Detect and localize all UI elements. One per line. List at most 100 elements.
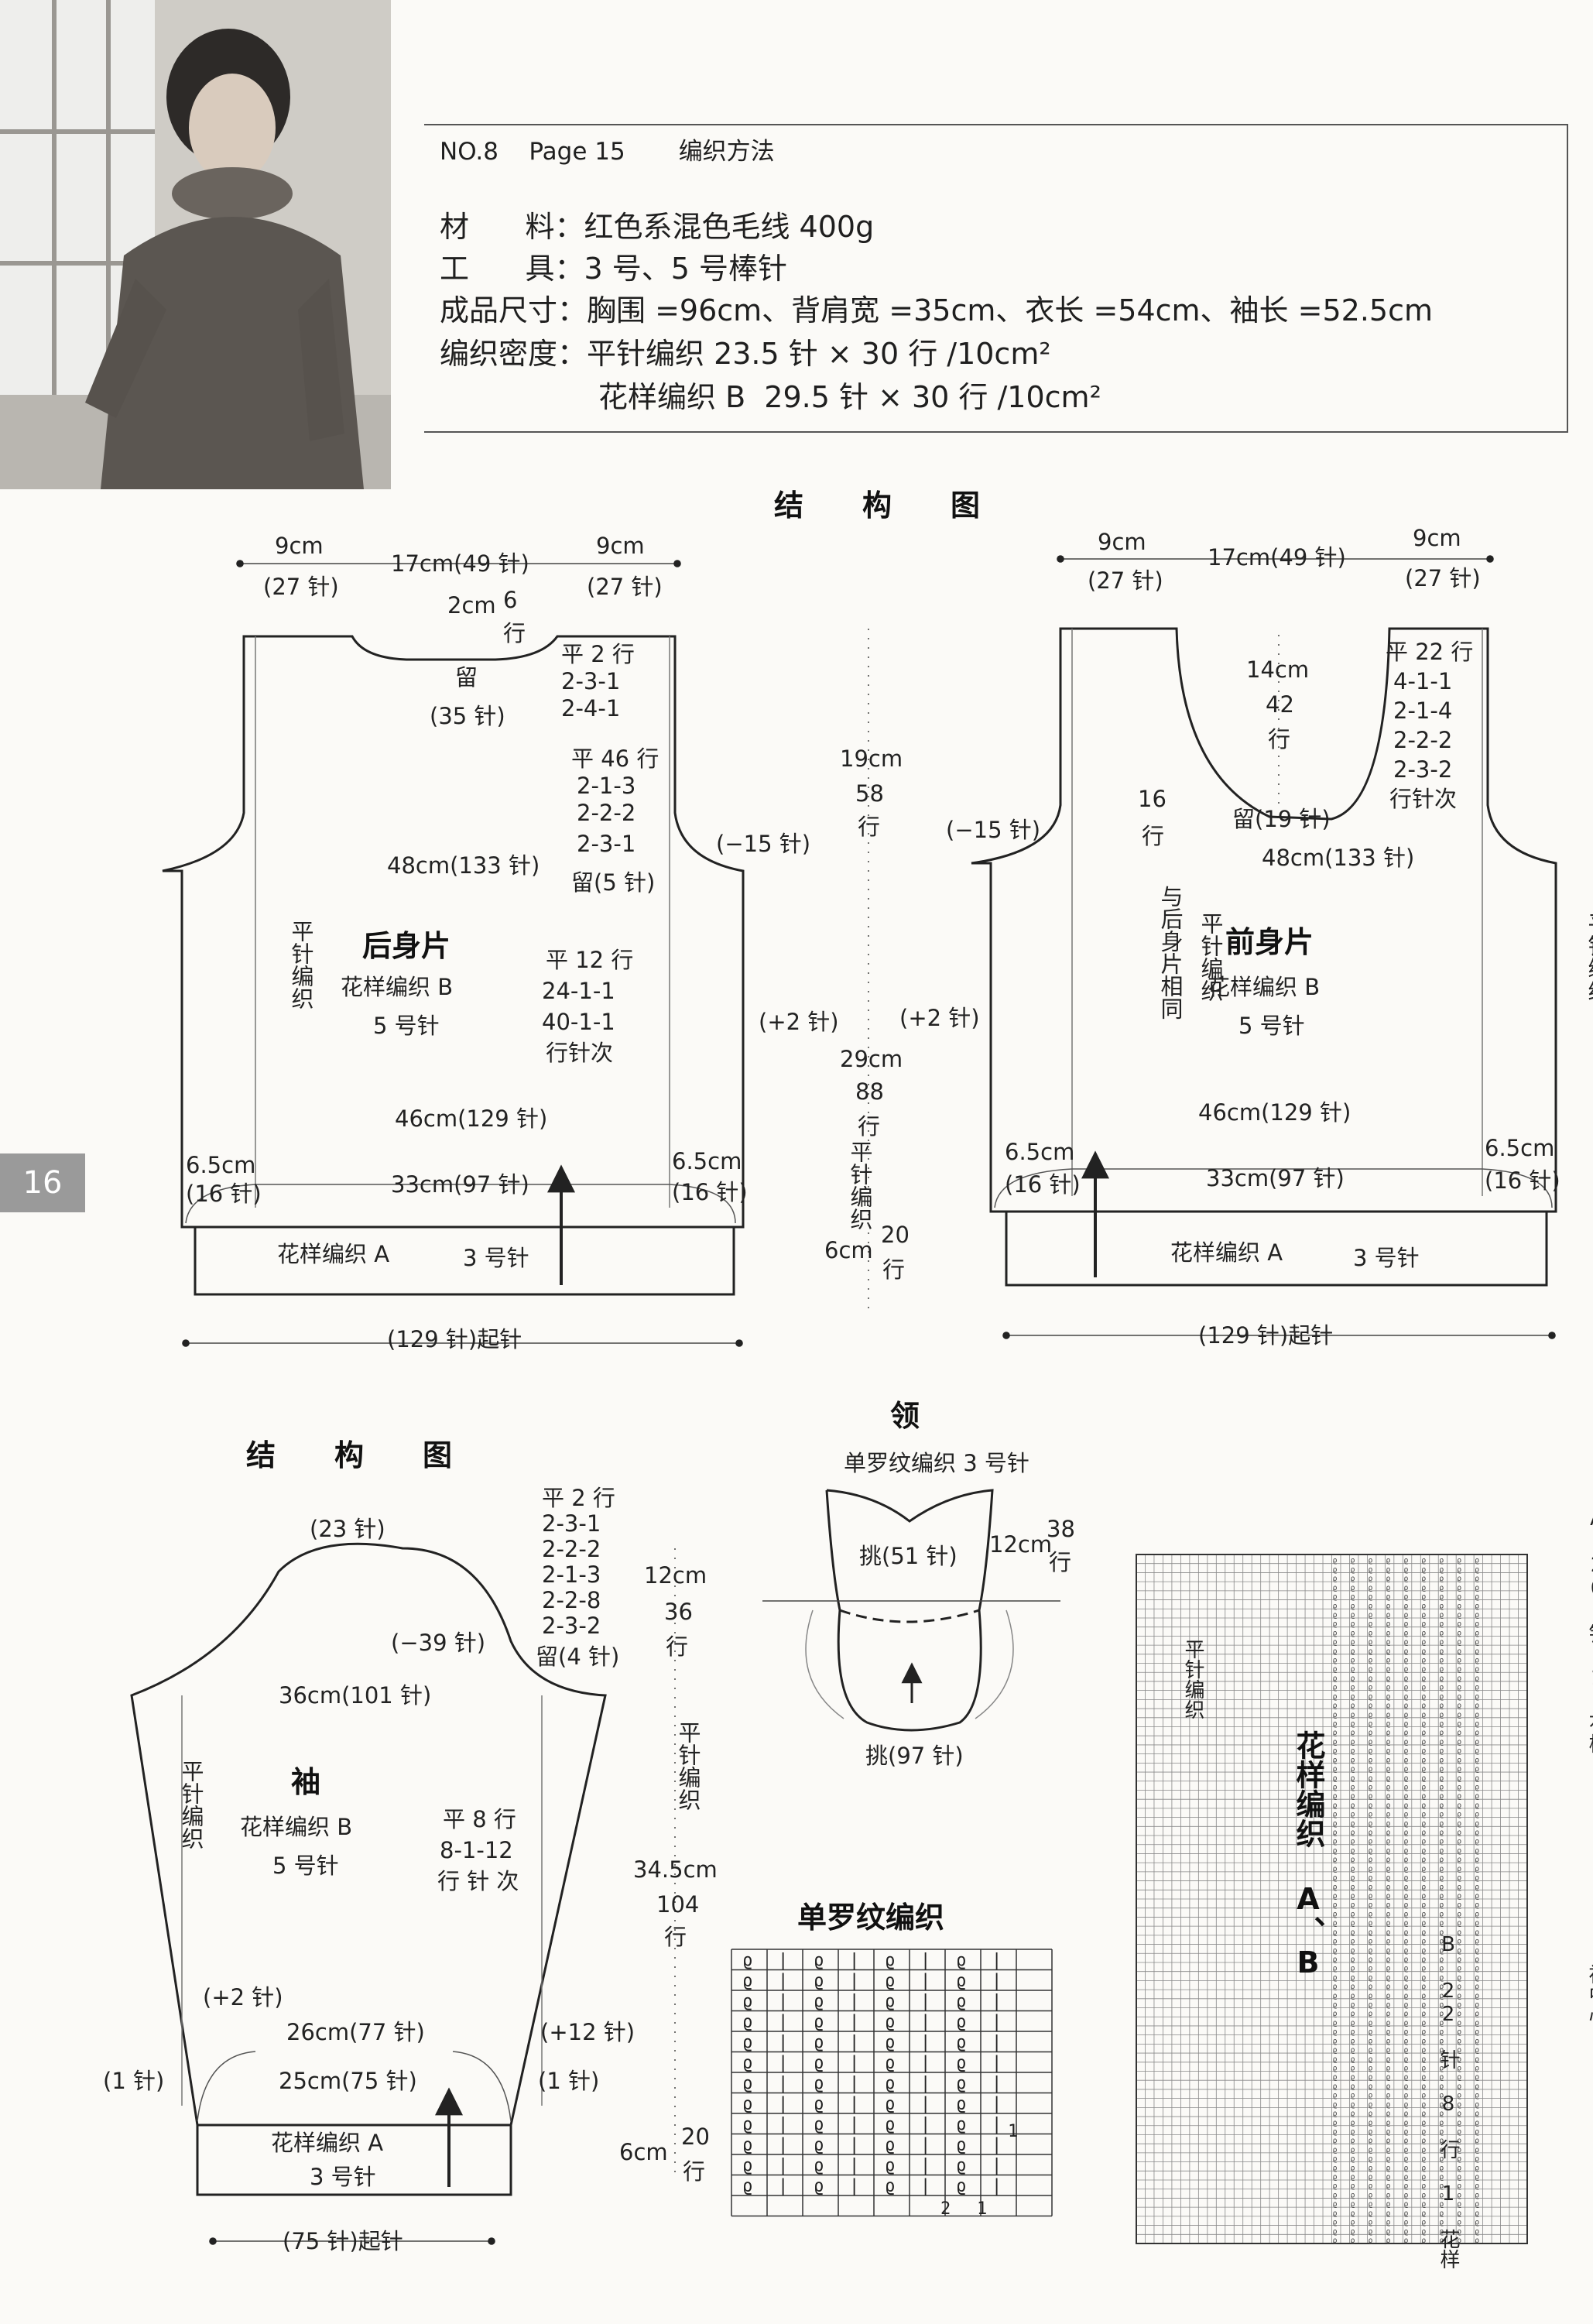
pattern-stitch-symbol: ϱ [1403,1811,1408,1819]
front-corner-right-st: (16 针) [1485,1167,1560,1194]
pattern-stitch-symbol: ϱ [1439,1593,1444,1602]
back-corner-right-cm: 6.5cm [672,1148,742,1174]
front-rib-needle: 3 号针 [1353,1245,1420,1271]
pattern-stitch-symbol: ϱ [1457,2100,1461,2109]
info-box [424,124,1568,433]
pattern-stitch-symbol: ϱ [1475,1865,1479,1873]
pattern-stitch-symbol: ϱ [1421,1965,1426,1973]
pattern-stitch-symbol: ϱ [1333,1811,1338,1819]
pattern-stitch-symbol: ϱ [1333,2155,1338,2164]
pattern-stitch-symbol: ϱ [1475,2227,1479,2236]
collar-neck-shape [837,1609,982,1732]
pattern-stitch-symbol: ϱ [1475,1811,1479,1819]
pattern-stitch-symbol: ϱ [1333,1665,1338,1674]
pattern-stitch-symbol: ϱ [1421,1846,1426,1855]
pattern-stitch-symbol: ϱ [1403,1819,1408,1828]
pattern-label-body-start: 身片编织开始 [1548,1538,1593,1659]
pattern-stitch-symbol: ϱ [1403,1720,1408,1729]
scale-c-rows: 20 [881,1222,910,1248]
pattern-stitch-symbol: ϱ [1350,1865,1355,1873]
pattern-stitch-symbol: ϱ [1403,1838,1408,1846]
pattern-stitch-symbol: ϱ [1439,1629,1444,1637]
sleeve-top: (23 针) [310,1516,385,1542]
pattern-stitch-symbol: ϱ [1368,2110,1372,2118]
sleeve-needle: 5 号针 [272,1853,339,1879]
pattern-stitch-symbol: ϱ [1333,2010,1338,2018]
pattern-stitch-symbol: ϱ [1386,2092,1390,2100]
pattern-stitch-symbol: ϱ [1457,1565,1461,1574]
pattern-stitch-symbol: ϱ [1350,2001,1355,2010]
pattern-stitch-symbol: ϱ [1350,2164,1355,2172]
pattern-stitch-symbol: ϱ [1457,1729,1461,1737]
pattern-stitch-symbol: ϱ [1439,1938,1444,1946]
pattern-stitch-symbol: ϱ [1403,1692,1408,1701]
pattern-stitch-symbol: ϱ [1333,2191,1338,2199]
pattern-stitch-symbol: ϱ [1368,2219,1372,2227]
pattern-stitch-symbol: ϱ [1403,2127,1408,2136]
pattern-stitch-symbol: ϱ [1368,2164,1372,2172]
pattern-stitch-symbol: ϱ [1457,2065,1461,2073]
pattern-stitch-symbol: ϱ [1475,1629,1479,1637]
front-neck-cm: 14cm [1246,656,1309,683]
rib-stitch-symbol: ϱ [885,2074,895,2093]
pattern-stitch-symbol: ϱ [1333,2065,1338,2073]
pattern-stitch-symbol: ϱ [1421,2237,1426,2245]
pattern-stitch-symbol: ϱ [1386,2100,1390,2109]
pattern-stitch-symbol: ϱ [1403,2010,1408,2018]
pattern-stitch-symbol: ϱ [1403,1620,1408,1629]
back-side-inc-2: 40-1-1 [542,1009,615,1035]
pattern-stitch-symbol: ϱ [1386,1647,1390,1656]
pattern-stitch-symbol: ϱ [1457,1811,1461,1819]
collar-sub: 单罗纹编织 3 号针 [844,1450,1029,1476]
pattern-stitch-symbol: ϱ [1421,1692,1426,1701]
pattern-stitch-symbol: ϱ [1457,2082,1461,2091]
pattern-stitch-symbol: ϱ [1439,1729,1444,1737]
sleeve-cap-dec-0: 平 2 行 [542,1485,615,1511]
pattern-stitch-symbol: ϱ [1421,1557,1426,1565]
pattern-stitch-symbol: ϱ [1403,1756,1408,1764]
pattern-stitch-symbol: ϱ [1350,1711,1355,1719]
pattern-stitch-symbol: ϱ [1475,2001,1479,2010]
pattern-stitch-symbol: ϱ [1439,2110,1444,2118]
pattern-stitch-symbol: ϱ [1475,1973,1479,1982]
pattern-stitch-symbol: ϱ [1333,1729,1338,1737]
sleeve-one-right: (1 针) [538,2068,599,2094]
pattern-stitch-symbol: ϱ [1439,2146,1444,2154]
pattern-stitch-symbol: ϱ [1368,1720,1372,1729]
sleeve-side-right-label-text: 平针编织 [612,1721,701,1811]
pattern-stitch-symbol: ϱ [1386,1946,1390,1955]
pattern-stitch-symbol: ϱ [1457,2073,1461,2082]
sleeve-outline [130,1542,607,2196]
pattern-stitch-symbol: ϱ [1333,1765,1338,1774]
rib-stitch-symbol: ϱ [814,2013,824,2032]
pattern-stitch-symbol: ϱ [1421,2173,1426,2182]
pattern-stitch-symbol: ϱ [1368,1829,1372,1837]
pattern-stitch-symbol: ϱ [1368,2155,1372,2164]
pattern-stitch-symbol: ϱ [1368,1883,1372,1891]
pattern-stitch-symbol: ϱ [1333,1738,1338,1746]
pattern-stitch-symbol: ϱ [1368,2019,1372,2028]
pattern-stitch-symbol: ϱ [1350,2055,1355,2064]
pattern-stitch-symbol: ϱ [1368,1638,1372,1647]
sleeve-piece: 结 构 图 (23 针) 平 2 行 2-3-1 2-2-2 2-1-3 2-2… [103,1438,718,2254]
pattern-stitch-symbol: ϱ [1403,1593,1408,1602]
rib-stitch-symbol: ϱ [956,2115,966,2134]
pattern-stitch-symbol: ϱ [1439,2137,1444,2145]
pattern-stitch-symbol: ϱ [1439,2164,1444,2172]
pattern-stitch-symbol: ϱ [1457,1593,1461,1602]
pattern-stitch-symbol: ϱ [1421,2155,1426,2164]
pattern-stitch-symbol: ϱ [1439,1865,1444,1873]
collar-pick2: 挑(97 针) [865,1743,964,1769]
rib-stitch-symbol: | [920,2095,930,2114]
rib-stitch-symbol: ϱ [885,2136,895,2155]
sleeve-width: 36cm(101 针) [279,1682,431,1709]
front-corner-left-st: (16 针) [1005,1171,1081,1198]
pattern-stitch-symbol: ϱ [1333,1565,1338,1574]
pattern-stitch-symbol: ϱ [1403,1747,1408,1756]
rib-stitch-symbol: ϱ [956,1972,966,1991]
pattern-stitch-symbol: ϱ [1368,1846,1372,1855]
front-hem-width: 46cm(129 针) [1198,1099,1351,1126]
pattern-stitch-symbol: ϱ [1333,1838,1338,1846]
pattern-stitch-symbol: ϱ [1457,1783,1461,1791]
